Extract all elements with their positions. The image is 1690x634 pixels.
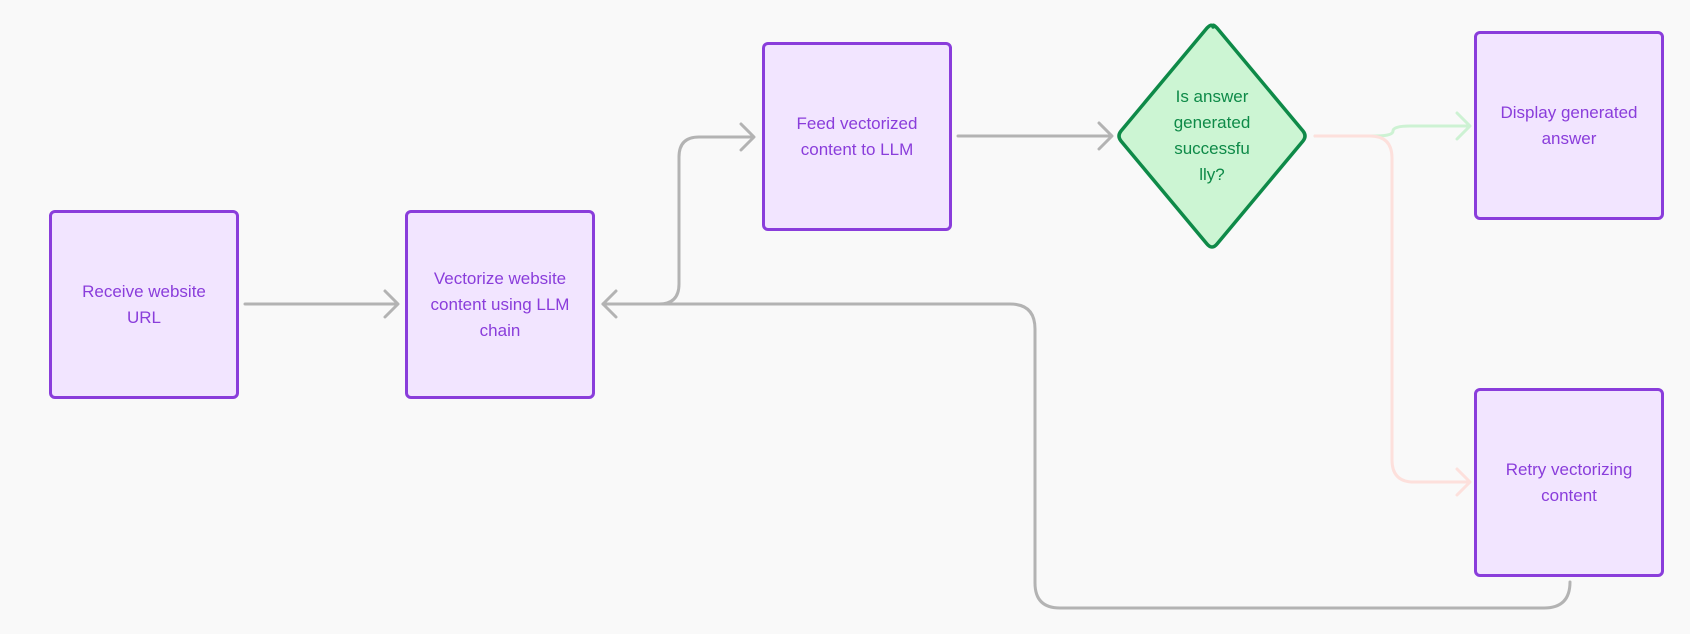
node-label: Retry vectorizing content	[1505, 459, 1633, 505]
node-retry[interactable]: Retry vectorizing content	[1474, 388, 1664, 577]
edge-feed-to-decision[interactable]	[956, 121, 1114, 151]
edge-decision-yes[interactable]	[1313, 111, 1472, 141]
node-feed-llm[interactable]: Feed vectorized content to LLM	[762, 42, 952, 231]
arrowhead-icon	[739, 122, 756, 152]
arrowhead-icon	[1455, 111, 1472, 141]
arrowhead-icon	[383, 289, 400, 319]
node-display-answer[interactable]: Display generated answer	[1474, 31, 1664, 220]
decision-label-line: generated	[1173, 113, 1251, 132]
edge-decision-no[interactable]	[1313, 134, 1472, 497]
edge-retry-to-vectorize[interactable]	[601, 289, 1572, 610]
node-label: Feed vectorized content to LLM	[796, 113, 918, 159]
node-label: Receive website URL	[82, 281, 206, 327]
decision-label-line: Is answer	[1175, 87, 1249, 106]
decision-diamond[interactable]	[1117, 23, 1307, 249]
decision-label: Is answer generated successfu lly?	[1142, 60, 1282, 212]
arrowhead-icon	[601, 289, 618, 319]
arrowhead-icon	[1455, 467, 1472, 497]
edge-receive-to-vectorize[interactable]	[243, 289, 400, 319]
node-label: Vectorize website content using LLM chai…	[430, 268, 570, 340]
decision-label-line: lly?	[1199, 165, 1225, 184]
decision-label-line: successfu	[1174, 139, 1250, 158]
node-vectorize[interactable]: Vectorize website content using LLM chai…	[405, 210, 595, 399]
node-receive-url[interactable]: Receive website URL	[49, 210, 239, 399]
edge-vectorize-to-feed[interactable]	[601, 122, 756, 306]
node-label: Display generated answer	[1500, 102, 1638, 148]
arrowhead-icon	[1097, 121, 1114, 151]
